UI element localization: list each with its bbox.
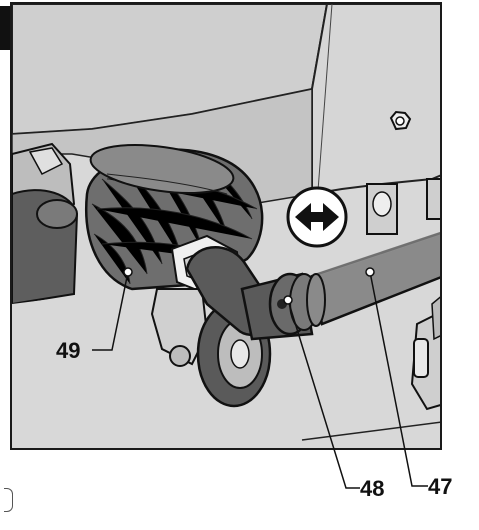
figure-frame [10, 2, 442, 450]
page-corner-mark [0, 6, 12, 50]
hose-connection-illustration [12, 4, 440, 448]
callout-47: 47 [428, 474, 453, 499]
pump-bulb [85, 144, 264, 291]
double-arrow-icon [286, 186, 348, 248]
left-fitting [12, 142, 79, 306]
hose [310, 231, 440, 326]
callout-49: 49 [56, 338, 81, 363]
nut-icon [389, 110, 412, 131]
callout-48: 48 [360, 476, 385, 501]
page-edge-mark [4, 488, 13, 512]
hose-coupling [268, 272, 326, 336]
